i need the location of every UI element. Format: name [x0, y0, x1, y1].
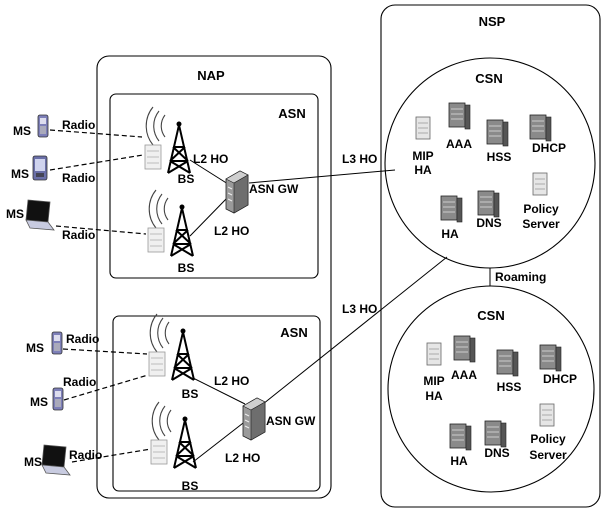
server-label: MIP	[423, 374, 444, 388]
ha-server-icon	[440, 195, 463, 223]
mobile-phone-icon	[52, 387, 64, 411]
radio-link	[49, 129, 143, 138]
server-label: HA	[414, 163, 432, 177]
ms-label: MS	[13, 124, 31, 138]
policy-server-icon	[532, 172, 548, 196]
radio-label: Radio	[62, 228, 95, 242]
csn-bottom-title: CSN	[477, 308, 504, 323]
server-label: DHCP	[532, 141, 566, 155]
server-label: DNS	[484, 446, 509, 460]
asn-bottom-title: ASN	[280, 325, 307, 340]
server-label: MIP	[412, 149, 433, 163]
bs-gw-link-top-1	[189, 159, 229, 185]
l3ho-label-bottom: L3 HO	[342, 302, 377, 316]
l2ho-label: L2 HO	[193, 152, 228, 166]
server-label: HA	[450, 454, 468, 468]
bs-label: BS	[178, 172, 195, 186]
server-label: Policy	[530, 432, 566, 446]
csn-bottom-circle	[387, 285, 595, 493]
nap-title: NAP	[197, 68, 225, 83]
policy-server-icon	[539, 403, 555, 427]
mobile-phone-icon	[51, 331, 63, 355]
bs-gw-link-bottom-1	[192, 377, 246, 405]
bs-label: BS	[182, 387, 199, 401]
aaa-server-icon	[453, 335, 476, 363]
ms-label: MS	[6, 207, 24, 221]
nsp-title: NSP	[479, 14, 506, 29]
dhcp-server-icon	[539, 344, 562, 372]
mobile-phone-icon	[37, 114, 49, 138]
server-label: AAA	[446, 137, 472, 151]
server-label: DHCP	[543, 372, 577, 386]
l2ho-label: L2 HO	[214, 374, 249, 388]
bs-gw-link-top-2	[189, 195, 230, 237]
radio-label: Radio	[62, 118, 95, 132]
radio-label: Radio	[63, 375, 96, 389]
roaming-label: Roaming	[495, 270, 546, 284]
dns-server-icon	[484, 420, 507, 448]
l3ho-link-bottom	[257, 256, 448, 409]
asn-gw-label: ASN GW	[249, 182, 299, 196]
dhcp-server-icon	[529, 114, 552, 142]
radio-link	[62, 348, 148, 355]
radio-link	[55, 225, 147, 235]
asn-gw-label: ASN GW	[266, 414, 316, 428]
bs-label: BS	[178, 261, 195, 275]
csn-top-title: CSN	[475, 71, 502, 86]
server-label: AAA	[451, 368, 477, 382]
l2ho-label: L2 HO	[214, 224, 249, 238]
hss-server-icon	[496, 349, 519, 377]
radio-label: Radio	[62, 171, 95, 185]
l3ho-label-top: L3 HO	[342, 152, 377, 166]
radio-label: Radio	[69, 448, 102, 462]
dns-server-icon	[477, 190, 500, 218]
ha-server-icon	[449, 423, 472, 451]
pda-icon	[32, 155, 48, 181]
radio-link	[63, 374, 149, 401]
server-label: HA	[425, 389, 443, 403]
ms-label: MS	[24, 455, 42, 469]
radio-label: Radio	[66, 332, 99, 346]
ms-label: MS	[11, 167, 29, 181]
ms-label: MS	[30, 395, 48, 409]
bs-gw-link-bottom-2	[192, 419, 248, 463]
asn-top-title: ASN	[278, 106, 305, 121]
server-label: HA	[441, 227, 459, 241]
asn-gw-icon	[225, 170, 249, 214]
asn-gw-icon	[242, 397, 266, 441]
server-label: HSS	[487, 150, 512, 164]
server-label: Server	[522, 217, 560, 231]
radio-link	[71, 448, 152, 463]
bs-label: BS	[182, 479, 199, 493]
aaa-server-icon	[448, 102, 471, 130]
asn-bottom-box	[112, 315, 321, 492]
mip-ha-server-icon	[415, 116, 431, 140]
server-label: Server	[529, 448, 567, 462]
l2ho-label: L2 HO	[225, 451, 260, 465]
ms-label: MS	[26, 341, 44, 355]
server-label: DNS	[476, 216, 501, 230]
laptop-icon	[25, 199, 55, 231]
laptop-icon	[41, 444, 71, 476]
hss-server-icon	[486, 119, 509, 147]
server-label: Policy	[523, 202, 559, 216]
mip-ha-server-icon	[426, 342, 442, 366]
l3ho-link-top	[248, 169, 396, 184]
server-label: HSS	[497, 380, 522, 394]
